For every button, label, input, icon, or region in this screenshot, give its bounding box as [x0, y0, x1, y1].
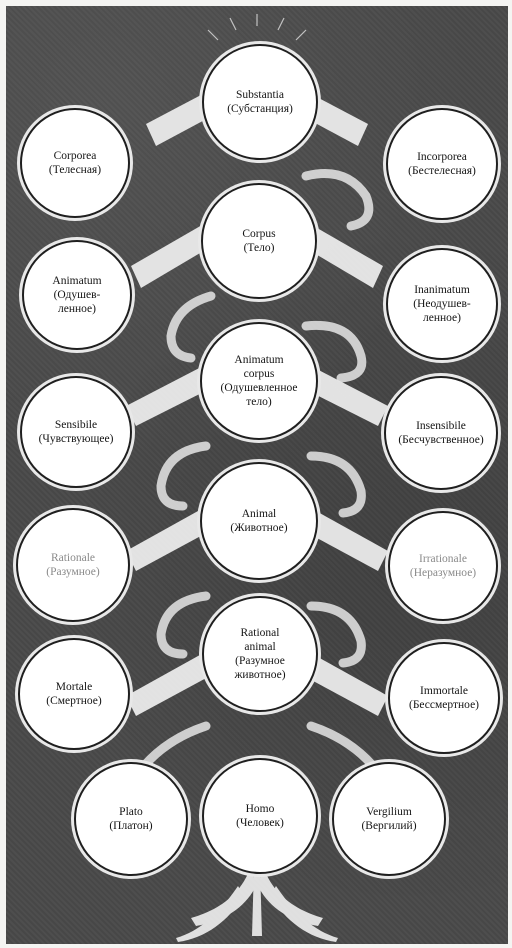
node-label: (Неодушев- — [413, 297, 471, 310]
node-label: (Бесчувственное) — [398, 434, 484, 446]
node-label: (Разумное — [235, 655, 285, 667]
node-label: (Чувствующее) — [38, 433, 114, 445]
node-label: тело) — [246, 396, 272, 409]
node-label: Irrationale — [419, 552, 467, 565]
node-label: (Неразумное) — [409, 567, 477, 579]
node-label: (Одушев- — [53, 288, 101, 301]
root — [176, 886, 244, 942]
node-label: (Бессмертное) — [408, 699, 480, 711]
node-label: (Животное) — [230, 522, 288, 534]
node-incorporea: Incorporea (Бестелесная) — [386, 108, 498, 220]
node-label: (Вергилий) — [361, 820, 417, 832]
node-label: (Бестелесная) — [408, 165, 476, 177]
node-label: (Смертное) — [46, 695, 102, 707]
node-corporea: Corporea (Телесная) — [20, 108, 130, 218]
flourish — [156, 441, 211, 511]
node-sensibile: Sensibile (Чувствующее) — [20, 376, 132, 488]
node-label: (Телесная) — [48, 164, 102, 176]
node-homo: Homo (Человек) — [202, 758, 318, 874]
node-label: corpus — [243, 367, 275, 380]
node-label: Animal — [241, 507, 277, 520]
flourish — [301, 320, 367, 383]
node-label: animal — [244, 640, 276, 653]
flourish — [166, 291, 216, 363]
flourish — [301, 169, 374, 231]
node-label: Plato — [119, 805, 143, 818]
node-label: Incorporea — [417, 150, 467, 163]
node-vergilium: Vergilium (Вергилий) — [332, 762, 446, 876]
node-label: (Разумное) — [46, 566, 100, 578]
node-label: Inanimatum — [414, 283, 470, 296]
node-label: Animatum — [234, 353, 284, 366]
node-animatum-corpus: Animatum corpus (Одушевленное тело) — [200, 322, 318, 440]
node-mortale: Mortale (Смертное) — [18, 638, 130, 750]
node-irrationale: Irrationale (Неразумное) — [388, 511, 498, 621]
node-rational-animal: Rational animal (Разумное животное) — [202, 596, 318, 712]
node-label: Corporea — [53, 149, 97, 162]
flourish — [306, 601, 366, 668]
node-label: (Одушевленное — [220, 382, 298, 394]
node-substantia: Substantia (Субстанция) — [202, 44, 318, 160]
node-label: Mortale — [55, 680, 93, 693]
flourish — [306, 451, 366, 518]
node-label: животное) — [234, 669, 286, 682]
node-rationale: Rationale (Разумное) — [16, 508, 130, 622]
node-label: ленное) — [58, 303, 96, 315]
node-label: (Тело) — [243, 242, 275, 254]
node-label: Animatum — [52, 274, 102, 287]
node-insensibile: Insensibile (Бесчувственное) — [384, 376, 498, 490]
node-label: Immortale — [420, 684, 468, 697]
node-label: Rationale — [50, 551, 96, 564]
node-label: Substantia — [236, 88, 284, 101]
node-label: (Субстанция) — [227, 103, 293, 115]
node-label: Sensibile — [54, 418, 98, 431]
node-animal: Animal (Животное) — [200, 462, 318, 580]
node-label: Rational — [240, 626, 280, 639]
node-label: ленное) — [423, 312, 461, 324]
node-label: Insensibile — [416, 419, 466, 432]
node-corpus: Corpus (Тело) — [201, 183, 317, 299]
node-label: (Человек) — [236, 817, 284, 829]
node-label: Vergilium — [366, 805, 412, 818]
node-inanimatum: Inanimatum (Неодушев- ленное) — [386, 248, 498, 360]
node-animatum: Animatum (Одушев- ленное) — [22, 240, 132, 350]
node-label: Homo — [245, 802, 275, 815]
root — [270, 886, 338, 942]
porphyrian-tree-diagram: Substantia (Субстанция) Corporea (Телесн… — [6, 6, 508, 944]
node-plato: Plato (Платон) — [74, 762, 188, 876]
node-label: (Платон) — [109, 820, 153, 832]
node-immortale: Immortale (Бессмертное) — [388, 642, 500, 754]
root — [252, 866, 262, 936]
flourish — [156, 591, 211, 659]
node-label: Corpus — [242, 227, 276, 240]
